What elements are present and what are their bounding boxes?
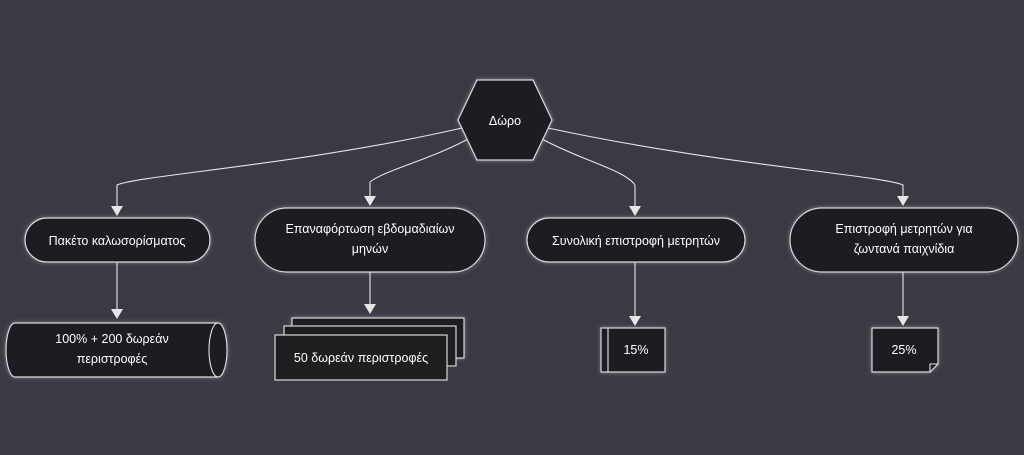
- branch-0-label: Πακέτο καλωσορίσματος: [49, 234, 186, 248]
- edge-root-branch-1: [369, 137, 471, 197]
- edge-root-branch-2: [539, 137, 636, 207]
- root-label: Δώρο: [489, 114, 521, 128]
- leaf-node-3[interactable]: 25%: [871, 327, 939, 373]
- root-node[interactable]: Δώρο: [457, 79, 553, 161]
- arrowhead-leaf-3: [897, 316, 909, 326]
- leaf-3-label: 25%: [891, 343, 916, 357]
- arrowhead-leaf-1: [364, 304, 376, 314]
- branch-node-2[interactable]: Συνολική επιστροφή μετρητών: [526, 217, 746, 263]
- arrowhead-leaf-2: [629, 316, 641, 326]
- leaf-2-label: 15%: [623, 343, 648, 357]
- edge-root-branch-0: [116, 127, 463, 207]
- arrowhead-branch-3: [897, 196, 909, 206]
- leaf-node-2[interactable]: 15%: [600, 327, 666, 373]
- arrowhead-branch-0: [111, 206, 123, 216]
- leaf-1-label: 50 δωρεάν περιστροφές: [294, 351, 428, 365]
- arrowhead-leaf-0: [111, 309, 123, 319]
- edges: [111, 127, 909, 326]
- branch-node-0[interactable]: Πακέτο καλωσορίσματος: [24, 217, 211, 263]
- edge-root-branch-3: [547, 127, 904, 197]
- leaf-node-1[interactable]: 50 δωρεάν περιστροφές: [274, 317, 465, 381]
- branch-2-label: Συνολική επιστροφή μετρητών: [552, 234, 720, 248]
- arrowhead-branch-1: [364, 196, 376, 206]
- arrowhead-branch-2: [629, 206, 641, 216]
